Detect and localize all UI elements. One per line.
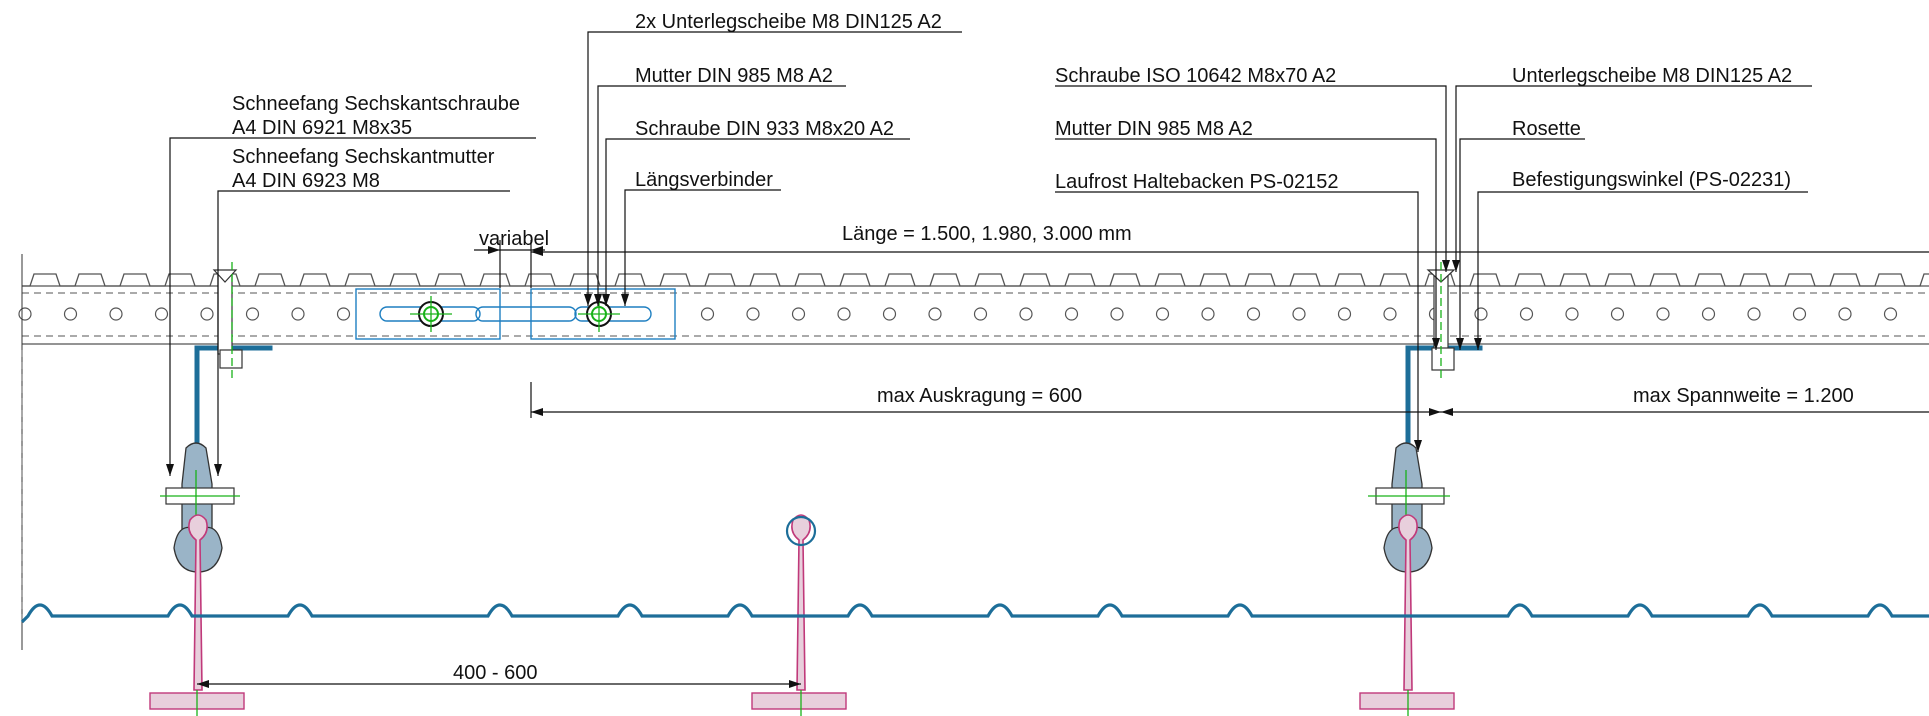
grating-hole [746,307,760,321]
grating-hole [154,307,169,321]
label-washer-right: Unterlegscheibe M8 DIN125 A2 [1512,65,1792,87]
dim-spannweite: max Spannweite = 1.200 [1633,385,1854,407]
grating-hole [1292,307,1306,321]
grating-hole [1019,307,1033,321]
label-rosette: Rosette [1512,118,1581,140]
dim-variabel: variabel [479,228,549,250]
label-snow-nut-line2: A4 DIN 6923 M8 [232,170,380,192]
grating-hole [1747,307,1761,321]
callout-labels: 2x Unterlegscheibe M8 DIN125 A2 Mutter D… [232,11,1792,193]
leader-lines [166,31,1812,476]
label-screw-iso: Schraube ISO 10642 M8x70 A2 [1055,65,1336,87]
label-laufrost: Laufrost Haltebacken PS-02152 [1055,171,1339,193]
dimension-labels: variabel Länge = 1.500, 1.980, 3.000 mm … [453,223,1854,684]
grating-hole [1701,307,1716,321]
label-befestigungswinkel: Befestigungswinkel (PS-02231) [1512,169,1791,191]
label-snow-screw-line2: A4 DIN 6921 M8x35 [232,117,412,139]
dim-abstand: 400 - 600 [453,662,538,684]
left-bracket-assembly [160,262,273,573]
grating-hole [1474,307,1488,321]
roof-sheet [20,603,1929,624]
label-snow-screw-line1: Schneefang Sechskantschraube [232,93,520,115]
grating-hole [1383,307,1397,321]
dim-laenge: Länge = 1.500, 1.980, 3.000 mm [842,223,1132,245]
grating-hole [1610,307,1625,321]
grating-hole [109,307,123,321]
grating-hole [1883,307,1898,321]
grating-hole [200,307,214,321]
grating-hole [63,307,78,321]
grating-hole [1656,307,1670,321]
label-laengsverbinder: Längsverbinder [635,169,773,191]
grating-hole [882,307,897,321]
grating-hole [1565,307,1579,321]
grating-hole [791,307,806,321]
laengsverbinder-connector [355,288,676,340]
label-snow-nut-line1: Schneefang Sechskantmutter [232,146,495,168]
walkway-rail [18,273,1929,345]
seam-profiles [149,514,1455,716]
dimension-lines [197,240,1929,688]
grating-hole [1838,307,1852,321]
grating-hole [336,307,351,321]
grating-hole [1337,307,1352,321]
label-washer-2x: 2x Unterlegscheibe M8 DIN125 A2 [635,11,942,33]
grating-hole [1246,307,1261,321]
label-nut-right: Mutter DIN 985 M8 A2 [1055,118,1253,140]
grating-hole [928,307,942,321]
grating-hole [973,307,988,321]
label-screw-din933: Schraube DIN 933 M8x20 A2 [635,118,894,140]
grating-hole [1064,307,1079,321]
grating-hole [837,307,851,321]
grating-hole [1201,307,1215,321]
grating-hole [291,307,305,321]
grating-hole [700,307,715,321]
grating-hole [1792,307,1807,321]
grating-hole [1110,307,1124,321]
grating-hole [245,307,260,321]
grating-hole [18,307,32,321]
grating-hole [1519,307,1534,321]
grating-teeth [22,273,1929,287]
grating-hole [1155,307,1170,321]
dim-auskragung: max Auskragung = 600 [877,385,1082,407]
label-nut-left: Mutter DIN 985 M8 A2 [635,65,833,87]
right-bracket-assembly [1368,262,1483,573]
